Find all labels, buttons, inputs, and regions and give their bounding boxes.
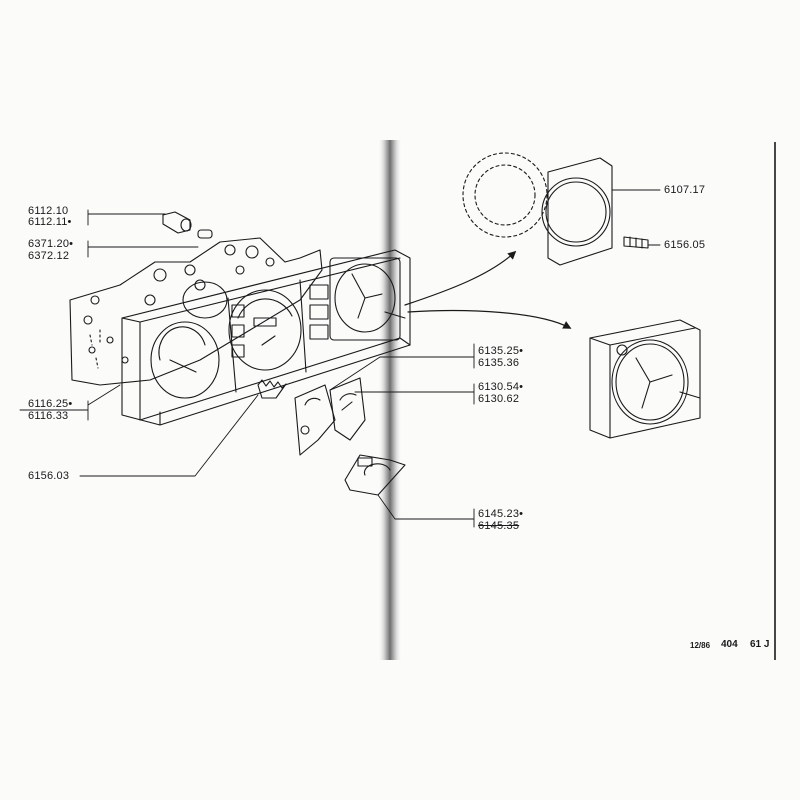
- label-6372-12[interactable]: 6372.12: [28, 250, 70, 262]
- label-6116-25[interactable]: 6116.25•: [28, 398, 73, 410]
- label-6145-23[interactable]: 6145.23•: [478, 508, 524, 520]
- label-6112-11[interactable]: 6112.11•: [28, 216, 72, 228]
- label-6371-20[interactable]: 6371.20•: [28, 238, 74, 250]
- label-6107-17[interactable]: 6107.17: [664, 184, 706, 196]
- leader-lines: [19, 189, 661, 528]
- clock-bezel-6107-17[interactable]: [541, 157, 613, 266]
- footer-page: 61 J: [750, 639, 770, 650]
- label-6145-35[interactable]: 6145.35: [478, 520, 520, 532]
- label-6112-10[interactable]: 6112.10: [28, 205, 69, 217]
- label-6156-03[interactable]: 6156.03: [28, 470, 70, 482]
- label-6156-05[interactable]: 6156.05: [664, 239, 706, 251]
- label-6116-33[interactable]: 6116.33: [28, 410, 69, 422]
- explode-arrow-right: [407, 309, 572, 329]
- printed-circuit-board[interactable]: [69, 237, 323, 386]
- gauge-6130[interactable]: [329, 377, 366, 441]
- left-gauge-group[interactable]: [150, 281, 228, 399]
- label-6130-62[interactable]: 6130.62: [478, 393, 520, 405]
- bulb-holder[interactable]: [162, 211, 192, 234]
- footer-date: 12/86: [690, 641, 711, 650]
- binding-shadow: [378, 140, 402, 660]
- bulb[interactable]: [197, 229, 213, 239]
- speedometer[interactable]: [228, 289, 302, 371]
- clock-in-housing[interactable]: [329, 257, 406, 341]
- screw-6156-05[interactable]: [623, 236, 649, 249]
- label-6135-36[interactable]: 6135.36: [478, 357, 520, 369]
- explode-arrow-up: [404, 250, 517, 306]
- label-6130-54[interactable]: 6130.54•: [478, 381, 524, 393]
- dial-6145[interactable]: [344, 454, 406, 496]
- spring-6156-03[interactable]: [257, 379, 287, 399]
- clock-dial-face[interactable]: [462, 152, 548, 238]
- footer-model: 404: [721, 639, 738, 650]
- label-6135-25[interactable]: 6135.25•: [478, 345, 524, 357]
- gauge-6135[interactable]: [294, 384, 336, 456]
- connector-blocks[interactable]: [309, 284, 329, 340]
- instrument-housing[interactable]: [121, 249, 411, 426]
- clock-assembly[interactable]: [589, 319, 701, 439]
